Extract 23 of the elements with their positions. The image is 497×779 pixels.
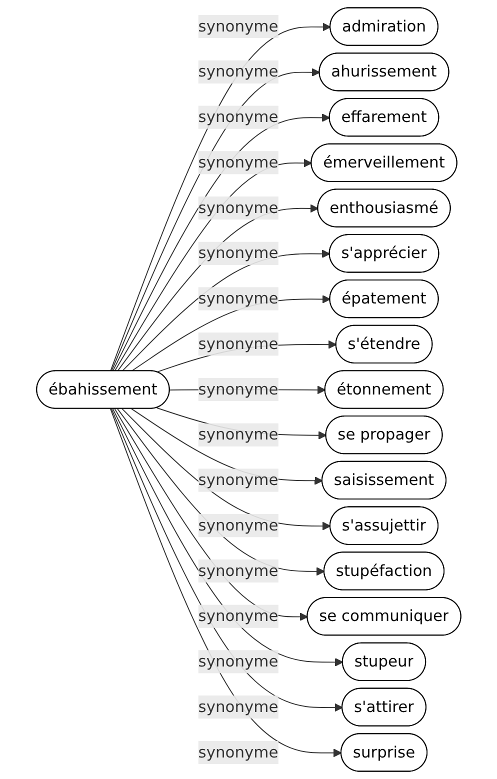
edge-label: synonyme — [198, 289, 278, 308]
edge-label: synonyme — [198, 561, 278, 580]
edge-label: synonyme — [198, 380, 278, 398]
edge-label: synonyme — [198, 470, 278, 489]
edge-label: synonyme — [198, 606, 278, 626]
edge-label: synonyme — [198, 62, 278, 81]
edge-label: synonyme — [198, 198, 278, 217]
edge-label: synonyme — [198, 516, 278, 534]
edge-label: synonyme — [198, 652, 278, 670]
edge-label: synonyme — [198, 108, 278, 126]
arrow — [114, 158, 312, 372]
edge-label: synonyme — [198, 425, 278, 444]
arrow — [114, 408, 308, 622]
arrow — [130, 408, 323, 485]
arrow — [130, 294, 330, 372]
edge-label: synonyme — [198, 697, 278, 716]
edge-label: synonyme — [198, 742, 278, 762]
arrow — [121, 250, 330, 372]
edge-label: synonyme — [198, 153, 278, 172]
arrow — [116, 408, 325, 576]
edge-label: synonyme — [198, 244, 278, 262]
edge-label: synonyme — [198, 16, 278, 36]
edge-label: synonyme — [198, 334, 278, 353]
